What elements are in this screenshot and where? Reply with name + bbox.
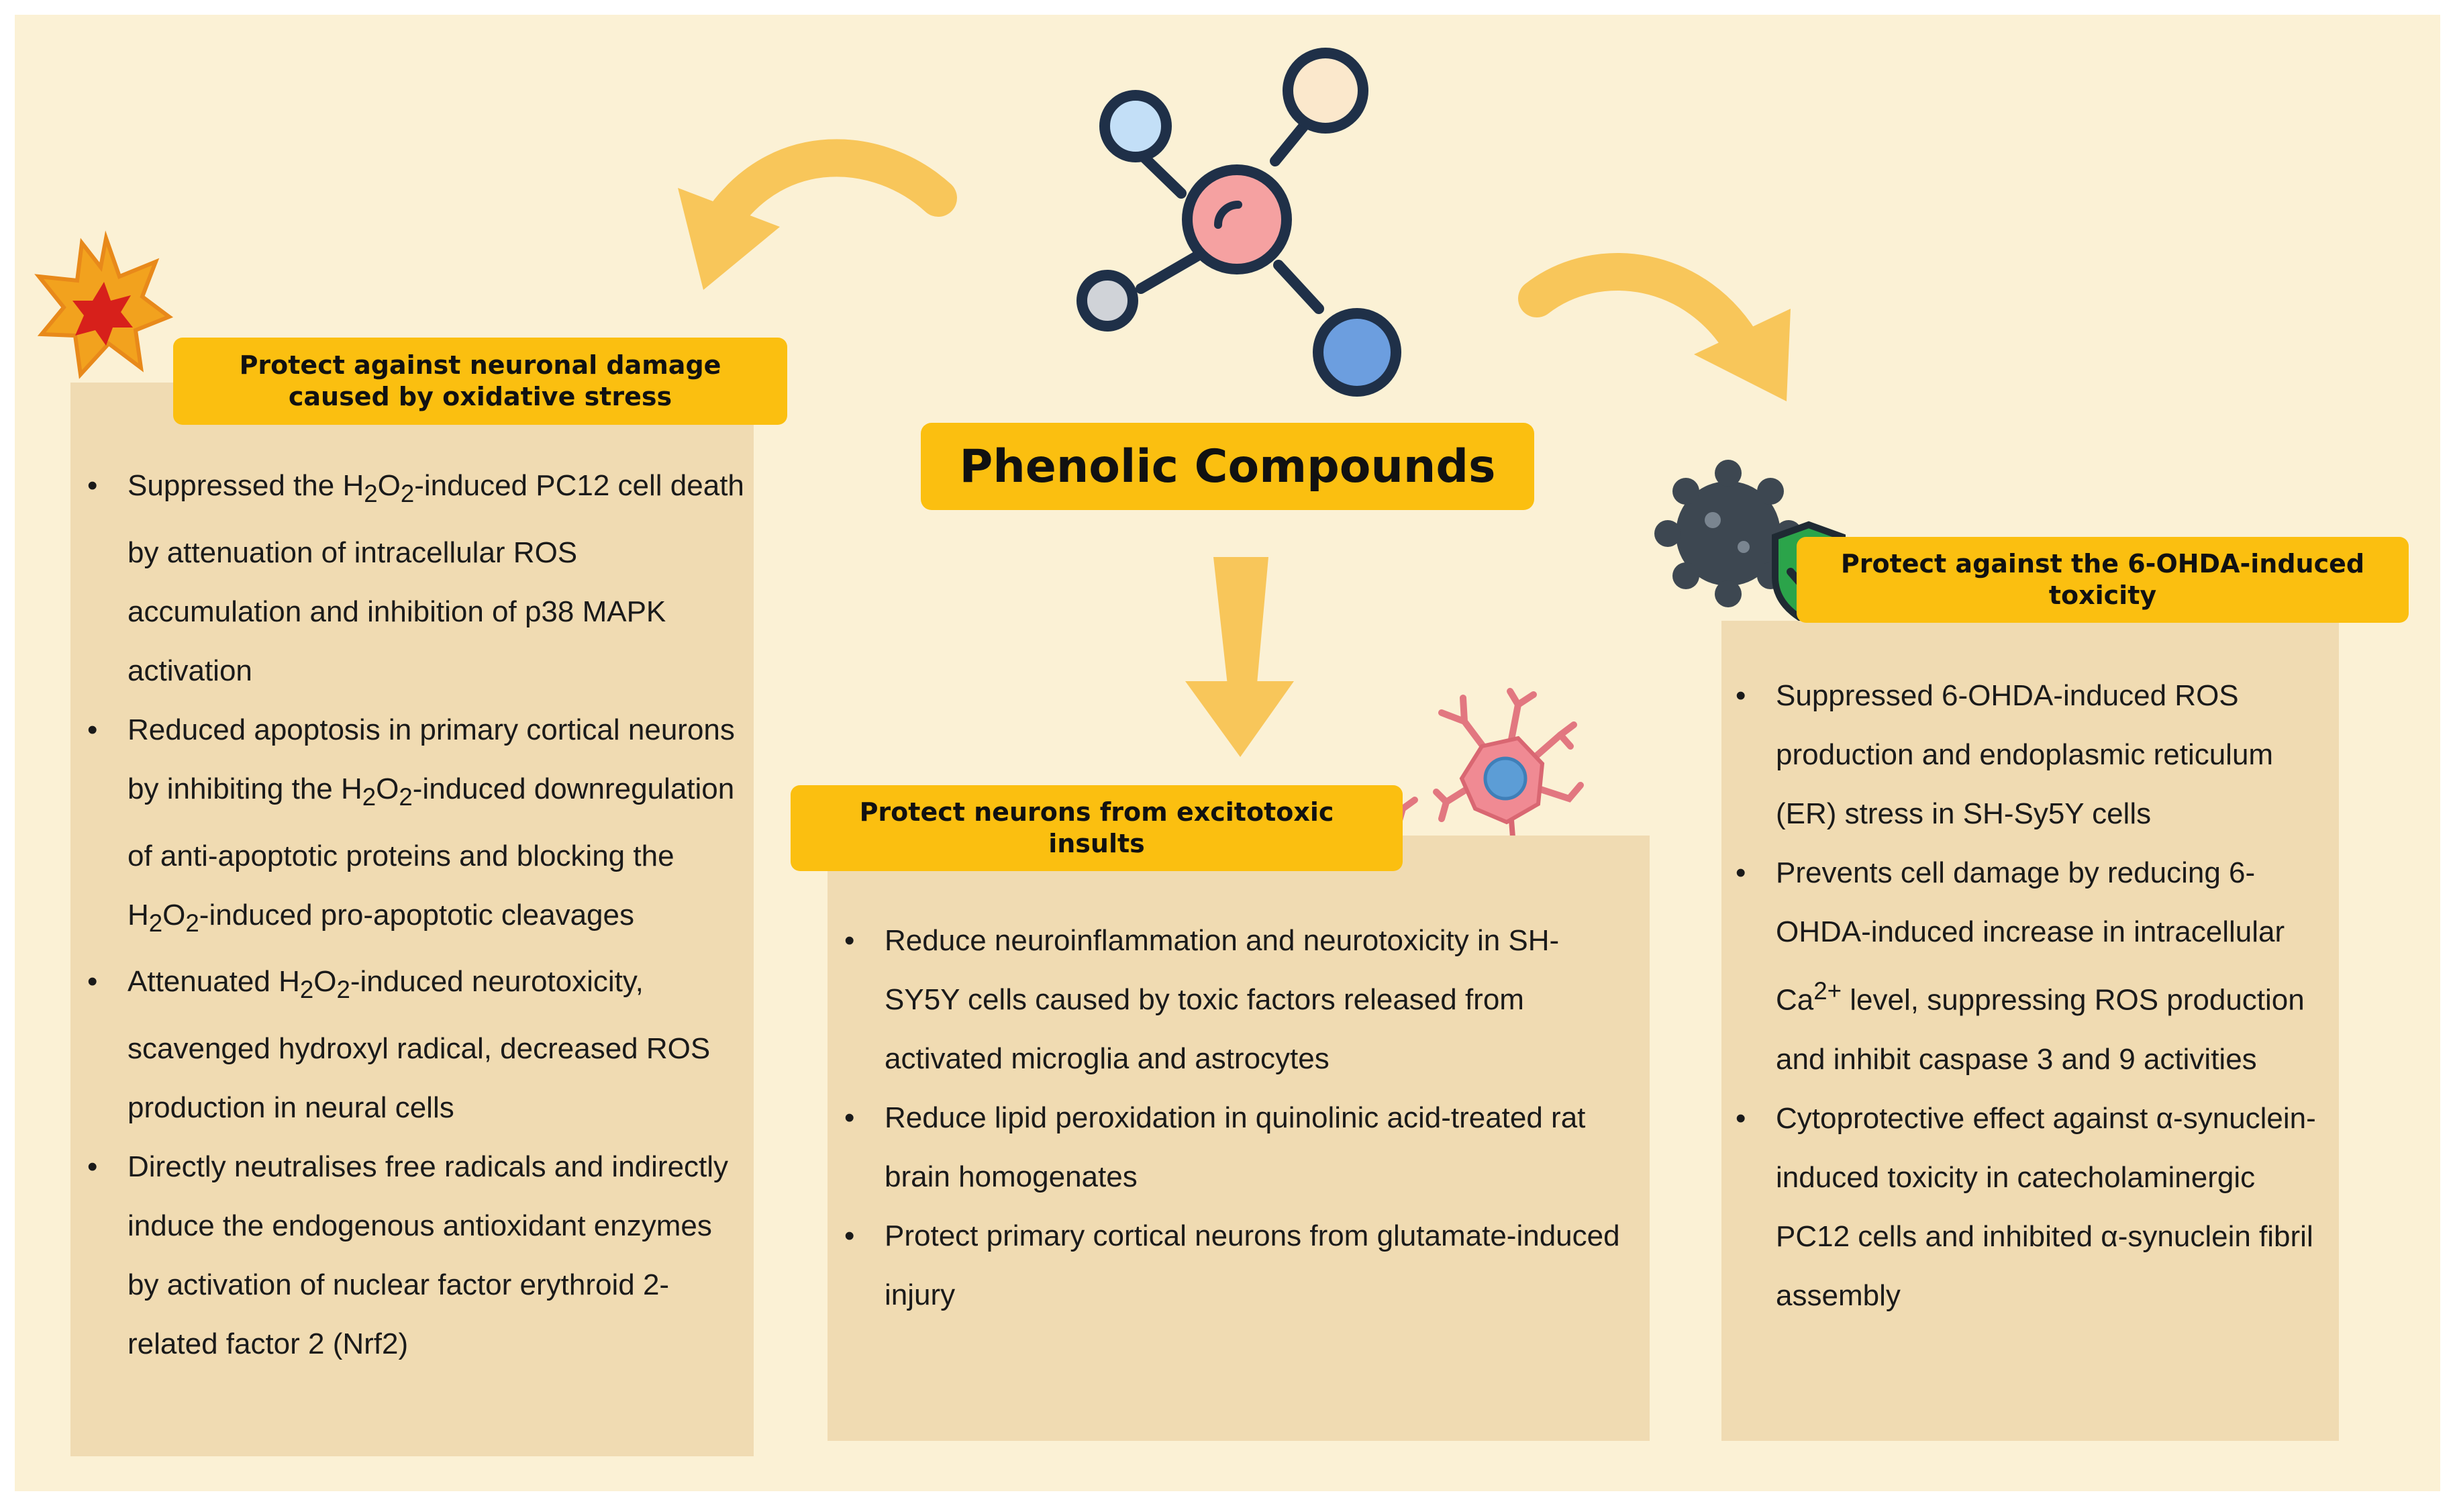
down-arrow-icon (1185, 557, 1294, 757)
list-item: Suppressed the H2O2-induced PC12 cell de… (75, 456, 746, 701)
list-item: Protect primary cortical neurons from gl… (832, 1207, 1621, 1325)
list-item: Attenuated H2O2-induced neurotoxicity, s… (75, 952, 746, 1138)
explosion-icon (34, 230, 174, 379)
list-item: Prevents cell damage by reducing 6-OHDA-… (1723, 844, 2331, 1089)
list-item: Cytoprotective effect against α-synuclei… (1723, 1089, 2331, 1325)
diagram-title: Phenolic Compounds (921, 423, 1534, 510)
list-item: Directly neutralises free radicals and i… (75, 1138, 746, 1374)
list-item: Reduce lipid peroxidation in quinolinic … (832, 1089, 1621, 1207)
right-heading: Protect against the 6-OHDA-induced toxic… (1797, 537, 2409, 623)
right-bullet-list: Suppressed 6-OHDA-induced ROS production… (1723, 666, 2331, 1325)
middle-bullet-list: Reduce neuroinflammation and neurotoxici… (832, 911, 1621, 1325)
left-bullet-list: Suppressed the H2O2-induced PC12 cell de… (75, 456, 746, 1374)
left-heading: Protect against neuronal damage caused b… (173, 338, 787, 425)
middle-heading: Protect neurons from excitotoxic insults (791, 785, 1403, 871)
molecule-icon (1076, 48, 1401, 397)
list-item: Reduced apoptosis in primary cortical ne… (75, 701, 746, 953)
list-item: Suppressed 6-OHDA-induced ROS production… (1723, 666, 2331, 844)
curved-arrow-right-icon (1518, 253, 1791, 401)
curved-arrow-left-icon (678, 139, 957, 290)
list-item: Reduce neuroinflammation and neurotoxici… (832, 911, 1621, 1089)
